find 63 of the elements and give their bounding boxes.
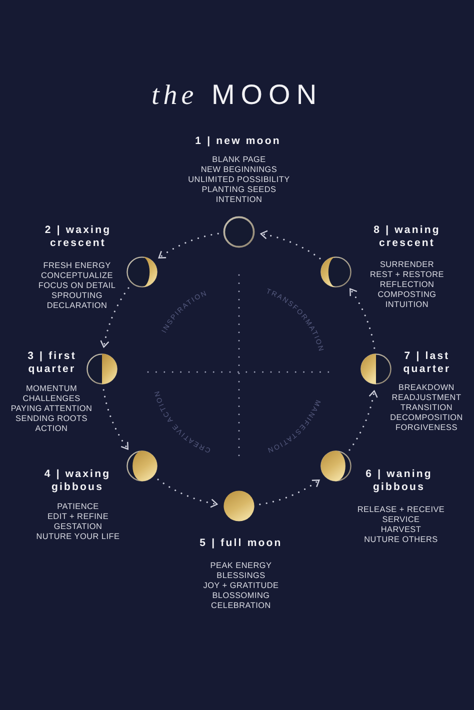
dotted-arrow [259, 479, 320, 506]
keyword-text: RELEASE + RECEIVE [357, 505, 445, 515]
dotted-arrow [348, 390, 378, 451]
keyword-text: GESTATION [54, 522, 102, 532]
new-moon-icon [222, 215, 256, 249]
dotted-arrow [102, 389, 129, 450]
phase-heading: 3 | first quarter [27, 350, 77, 376]
phase-heading: 6 | waning gibbous [365, 468, 433, 494]
keyword-text: PLANTING SEEDS [202, 185, 276, 195]
keyword-text: SERVICE [382, 515, 420, 525]
phase-heading: 2 | waxing crescent [44, 224, 112, 250]
gibbous-moon-icon [125, 448, 160, 483]
keyword-text: FORGIVENESS [396, 423, 458, 433]
keyword-text: CHALLENGES [22, 394, 80, 404]
keyword-text: SURRENDER [380, 260, 434, 270]
keyword-text: INTUITION [385, 300, 429, 310]
keyword-text: DECLARATION [46, 301, 108, 311]
keyword-text: PEAK ENERGY [210, 561, 272, 571]
keyword-text: BLANK PAGE [212, 155, 266, 165]
keyword-text: BLESSINGS [216, 571, 266, 581]
crescent-moon-icon [318, 255, 353, 290]
phase-heading: 4 | waxing gibbous [44, 468, 112, 494]
dotted-arrow [158, 232, 219, 259]
keyword-text: CONCEPTUALIZE [41, 271, 113, 281]
gibbous-moon-icon [318, 448, 353, 483]
half-moon-icon [85, 352, 119, 386]
dotted-arrow [100, 287, 130, 348]
half-moon-icon [359, 352, 393, 386]
keyword-text: BREAKDOWN [398, 383, 454, 393]
keyword-text: FOCUS ON DETAIL [38, 281, 116, 291]
crescent-moon-icon [125, 255, 160, 290]
phase-heading: 7 | last quarter [402, 350, 452, 376]
keyword-text: NUTURE OTHERS [364, 535, 438, 545]
keyword-text: READJUSTMENT [392, 393, 462, 403]
keyword-text: MOMENTUM [26, 384, 78, 394]
phase-heading: 1 | new moon [194, 135, 282, 148]
title: the MOON [151, 81, 323, 110]
dotted-arrow [157, 478, 218, 508]
keyword-text: HARVEST [380, 525, 422, 535]
keyword-text: PATIENCE [57, 502, 99, 512]
keyword-text: PAYING ATTENTION [10, 404, 92, 414]
phase-heading: 8 | waning crescent [373, 224, 441, 250]
keyword-text: REST + RESTORE [370, 270, 444, 280]
full-moon-icon [222, 489, 256, 523]
keyword-text: REFLECTION [380, 280, 434, 290]
keyword-text: CELEBRATION [211, 601, 271, 611]
keyword-text: SENDING ROOTS [16, 414, 88, 424]
phase-heading: 5 | full moon [199, 537, 283, 550]
keyword-text: FRESH ENERGY [43, 261, 111, 271]
keyword-text: TRANSITION [400, 403, 453, 413]
keyword-text: COMPOSTING [378, 290, 436, 300]
keyword-text: INTENTION [216, 195, 262, 205]
keyword-text: SPROUTING [52, 291, 102, 301]
keyword-text: EDIT + REFINE [47, 512, 109, 522]
dotted-arrow [260, 230, 321, 260]
keyword-text: DECOMPOSITION [390, 413, 463, 423]
keyword-text: JOY + GRATITUDE [203, 581, 279, 591]
keyword-text: BLOSSOMING [212, 591, 270, 601]
keyword-text: UNLIMITED POSSIBILITY [188, 175, 290, 185]
keyword-text: NEW BEGINNINGS [200, 165, 278, 175]
keyword-text: NUTURE YOUR LIFE [36, 532, 120, 542]
keyword-text: ACTION [35, 424, 68, 434]
dotted-arrow [349, 288, 376, 349]
